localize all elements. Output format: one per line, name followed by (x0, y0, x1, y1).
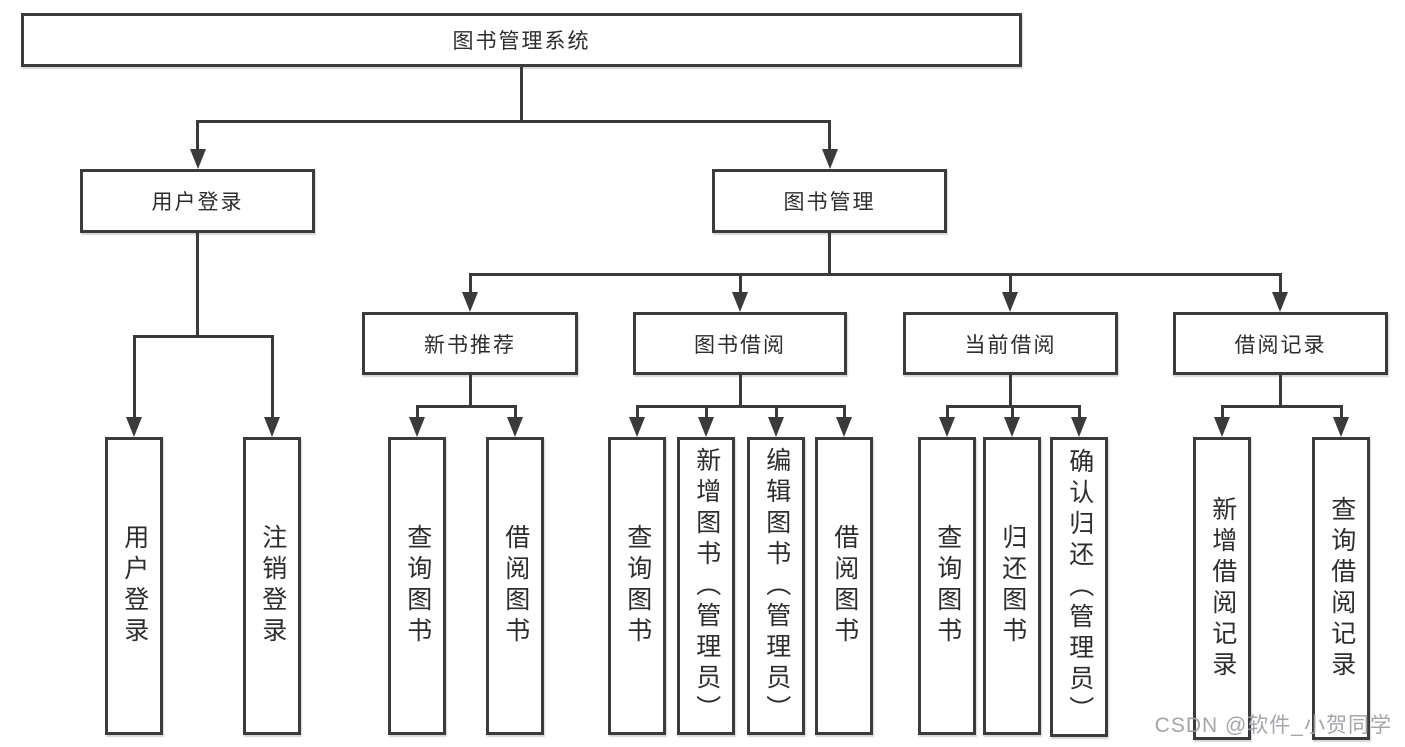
leaf-add-borrow-record-label: 新增借阅记录 (1208, 495, 1237, 682)
arrowhead-icon (768, 417, 784, 437)
connector-stub (196, 233, 199, 338)
arrowhead-icon (698, 417, 714, 437)
connector-bus (468, 273, 1282, 276)
connector-bus (196, 120, 831, 123)
arrowhead-icon (732, 292, 748, 312)
leaf-query-borrow-record-label: 查询借阅记录 (1327, 495, 1356, 682)
node-root: 图书管理系统 (21, 13, 1022, 67)
node-borrowing-records: 借阅记录 (1173, 312, 1388, 375)
node-user-login-label: 用户登录 (151, 191, 244, 214)
connector-drop (1220, 405, 1224, 420)
leaf-query-books-borrowing: 查询图书 (608, 437, 666, 735)
leaf-borrow-books: 借阅图书 (815, 437, 873, 735)
arrowhead-icon (462, 292, 478, 312)
leaf-add-book-admin: 新增图书（管理员） (677, 437, 735, 735)
connector-drop (774, 405, 778, 420)
arrowhead-icon (836, 417, 852, 437)
leaf-add-book-admin-label: 新增图书（管理员） (692, 446, 721, 726)
arrowhead-icon (1002, 292, 1018, 312)
leaf-borrow-books-label: 借阅图书 (830, 524, 859, 648)
leaf-query-books-recommend: 查询图书 (388, 437, 446, 735)
arrowhead-icon (1333, 417, 1349, 437)
connector-drop (1008, 273, 1012, 295)
connector-drop (1339, 405, 1343, 420)
node-borrowing-records-label: 借阅记录 (1234, 333, 1327, 357)
connector-drop (1010, 405, 1014, 420)
connector-bus (1220, 405, 1343, 408)
connector-stub (468, 375, 472, 408)
connector-bus (132, 335, 274, 338)
leaf-confirm-return-admin-label: 确认归还（管理员） (1065, 447, 1094, 727)
arrowhead-icon (126, 417, 142, 437)
arrowhead-icon (1071, 417, 1087, 437)
connector-stub (1278, 375, 1282, 408)
arrowhead-icon (409, 417, 425, 437)
leaf-user-login-label: 用户登录 (120, 524, 149, 648)
connector-drop (132, 335, 136, 420)
leaf-borrow-books-recommend-label: 借阅图书 (501, 524, 530, 648)
arrowhead-icon (629, 417, 645, 437)
leaf-logout: 注销登录 (243, 437, 301, 735)
leaf-borrow-books-recommend: 借阅图书 (486, 437, 544, 735)
node-new-book-recommend: 新书推荐 (362, 312, 578, 375)
leaf-query-books-current-label: 查询图书 (933, 524, 962, 648)
leaf-query-books-current: 查询图书 (918, 437, 976, 735)
connector-stub (1008, 375, 1012, 408)
connector-stub (520, 67, 523, 123)
arrowhead-icon (1272, 292, 1288, 312)
connector-drop (842, 405, 846, 420)
leaf-query-borrow-record: 查询借阅记录 (1312, 437, 1370, 740)
node-book-management-label: 图书管理 (783, 191, 876, 214)
connector-stub (828, 233, 831, 276)
connector-drop (196, 120, 199, 152)
leaf-add-borrow-record: 新增借阅记录 (1193, 437, 1251, 740)
connector-drop (1077, 405, 1081, 420)
leaf-logout-label: 注销登录 (258, 524, 287, 648)
connector-drop (468, 273, 472, 295)
node-current-borrowing: 当前借阅 (903, 312, 1118, 375)
arrowhead-icon (939, 417, 955, 437)
connector-drop (415, 405, 419, 420)
arrowhead-icon (189, 149, 206, 169)
connector-drop (704, 405, 708, 420)
leaf-return-books-label: 归还图书 (998, 524, 1027, 648)
connector-bus (415, 405, 517, 408)
arrowhead-icon (1214, 417, 1230, 437)
node-book-borrowing-label: 图书借阅 (694, 333, 786, 357)
connector-bus (635, 405, 846, 408)
leaf-query-books-recommend-label: 查询图书 (403, 524, 432, 648)
arrowhead-icon (821, 149, 838, 169)
arrowhead-icon (1004, 417, 1020, 437)
connector-drop (1278, 273, 1282, 295)
arrowhead-icon (507, 417, 523, 437)
leaf-confirm-return-admin: 确认归还（管理员） (1050, 437, 1108, 737)
connector-drop (513, 405, 517, 420)
node-user-login: 用户登录 (80, 169, 315, 233)
leaf-query-books-borrowing-label: 查询图书 (623, 524, 652, 648)
connector-drop (738, 273, 742, 295)
node-current-borrowing-label: 当前借阅 (964, 333, 1057, 357)
watermark: CSDN @软件_小贺同学 (1154, 714, 1392, 737)
arrowhead-icon (264, 417, 280, 437)
node-book-borrowing: 图书借阅 (633, 312, 847, 375)
connector-stub (738, 375, 742, 408)
node-new-book-recommend-label: 新书推荐 (424, 333, 516, 357)
leaf-return-books: 归还图书 (983, 437, 1041, 735)
leaf-edit-book-admin: 编辑图书（管理员） (747, 437, 805, 735)
connector-drop (828, 120, 831, 152)
node-book-management: 图书管理 (712, 169, 947, 233)
node-root-label: 图书管理系统 (452, 30, 591, 53)
connector-drop (270, 335, 274, 420)
leaf-user-login: 用户登录 (105, 437, 163, 735)
connector-drop (945, 405, 949, 420)
connector-drop (635, 405, 639, 420)
leaf-edit-book-admin-label: 编辑图书（管理员） (762, 446, 791, 726)
